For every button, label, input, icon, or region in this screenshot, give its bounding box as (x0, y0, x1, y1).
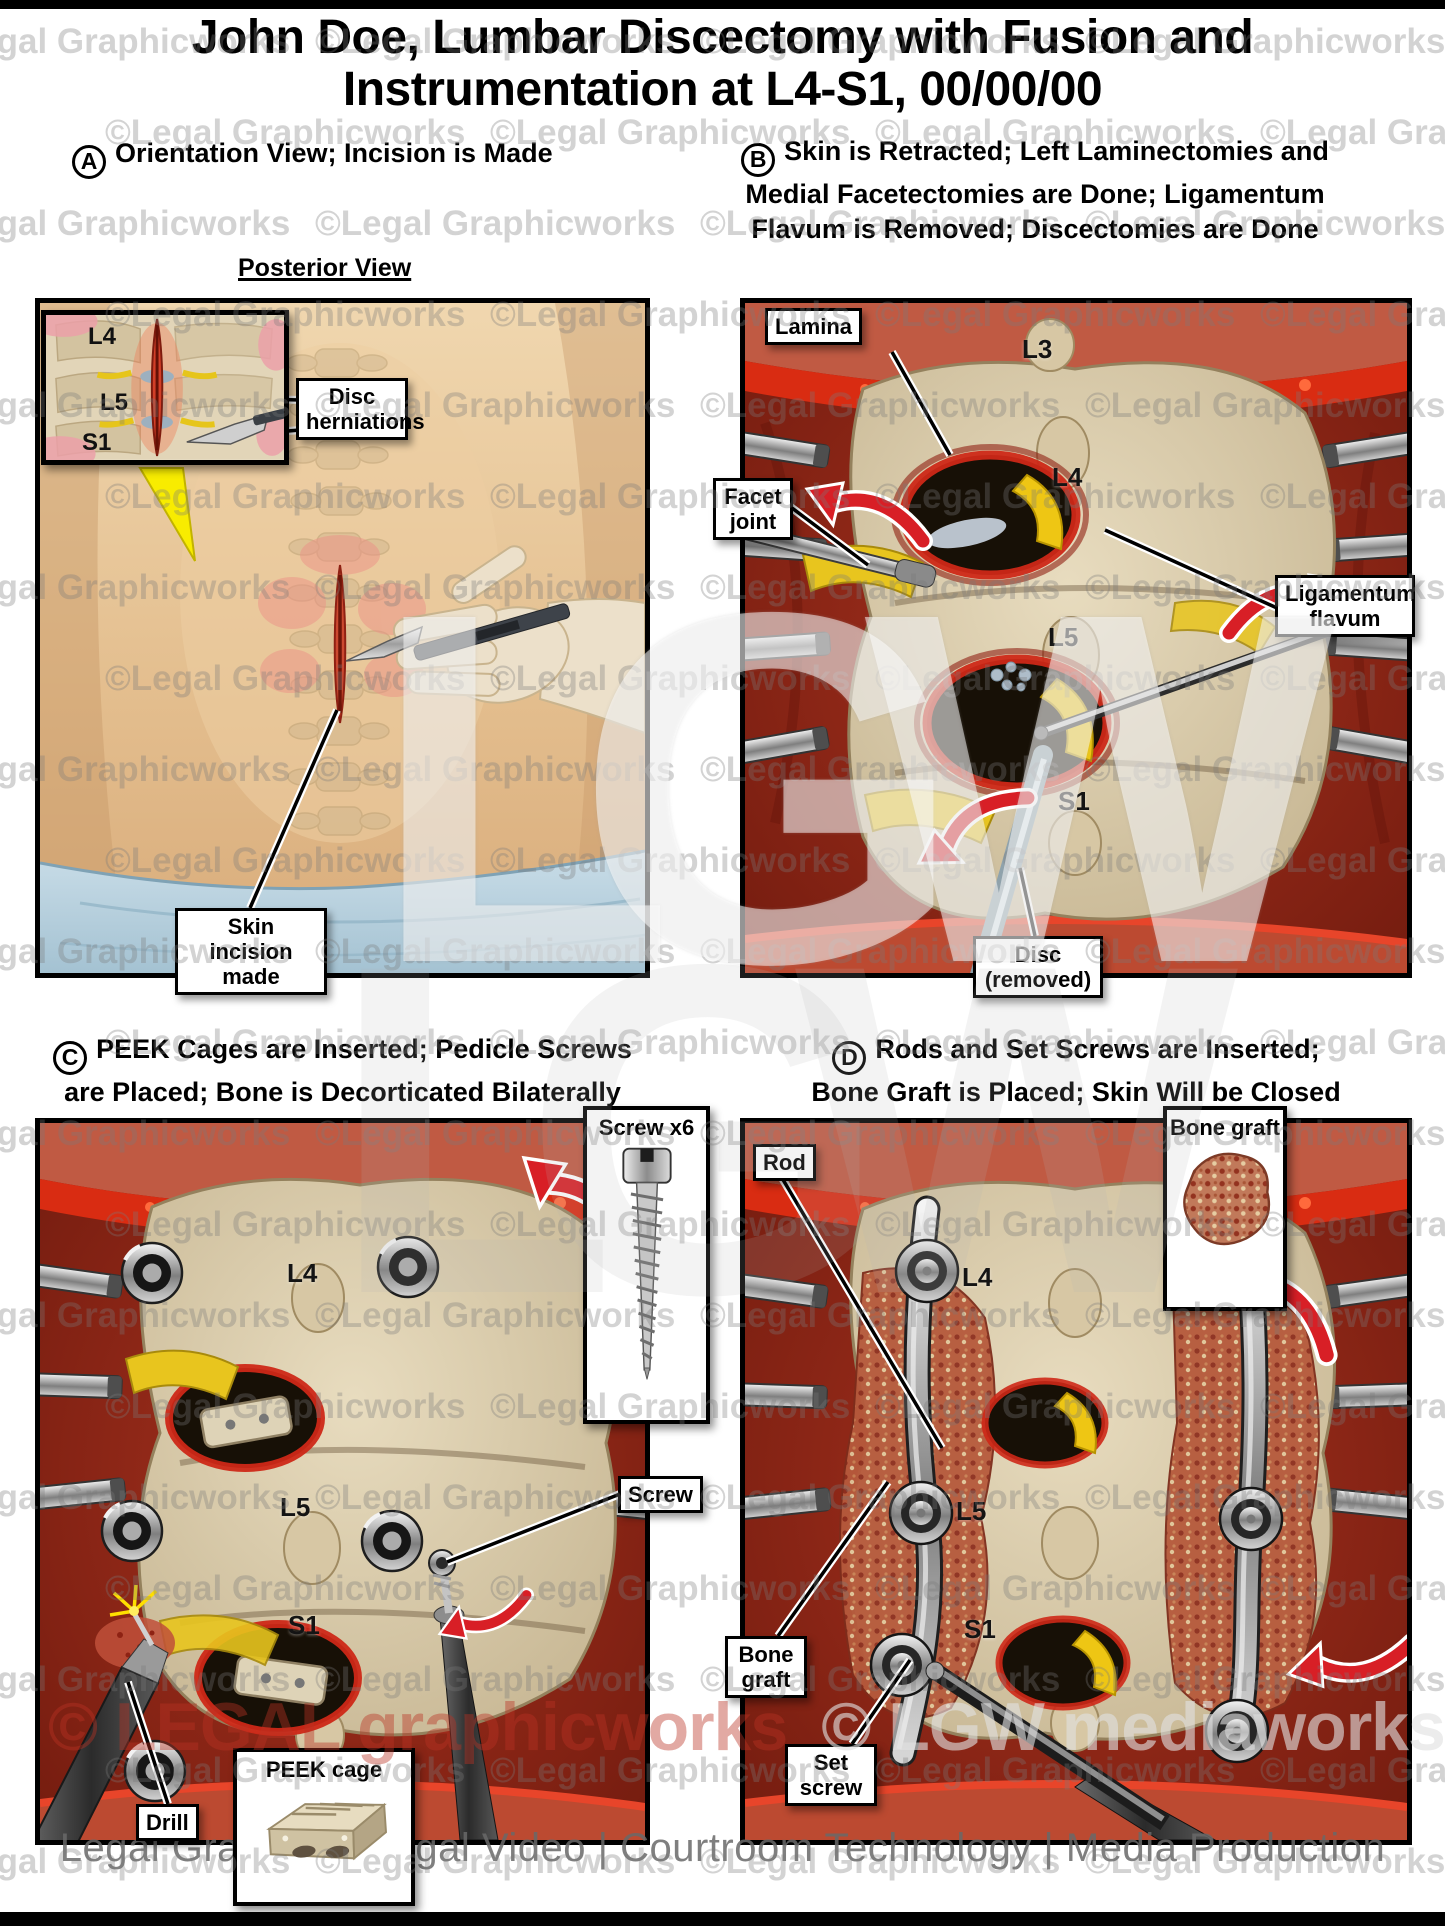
upper-cage-site (165, 1364, 325, 1472)
panel-d-letter-badge: D (832, 1040, 867, 1075)
label-bone-graft-top: Bone graft (1170, 1115, 1280, 1140)
page-title-line2: Instrumentation at L4-S1, 00/00/00 (342, 63, 1103, 116)
lower-laminectomy-site (914, 648, 1120, 798)
label-rod: Rod (753, 1144, 816, 1181)
bone-graft-inset: Bone graft (1163, 1106, 1287, 1311)
panel-d-heading-line1: Rods and Set Screws are Inserted; (875, 1034, 1320, 1064)
vertebra-label-l4: L4 (962, 1262, 993, 1292)
footer-services-text: Legal Graphics | Legal Video | Courtroom… (59, 1826, 1386, 1870)
laminectomy-sites (981, 1377, 1131, 1711)
screw-x6-inset: Screw x6 (583, 1106, 710, 1424)
panel-b-heading: B Skin is Retracted; Left Laminectomies a… (640, 134, 1430, 247)
label-ligamentum-flavum: Ligamentum flavum (1275, 575, 1416, 637)
vertebra-label-l3: L3 (1022, 334, 1053, 364)
panel-c-illustration (35, 1118, 650, 1845)
vertebra-label-l5: L5 (1048, 622, 1079, 652)
panel-b-heading-line1: Skin is Retracted; Left Laminectomies an… (784, 136, 1329, 166)
bottom-border (0, 1912, 1445, 1926)
vertebra-label-l4: L4 (1052, 462, 1083, 492)
inset-pointer-wedge (138, 467, 196, 562)
pedicle-screw-art (621, 1147, 672, 1380)
panel-d-heading: D Rods and Set Screws are Inserted; Bone … (740, 1032, 1412, 1110)
vertebra-label-s1: S1 (288, 1610, 320, 1640)
panel-d-illustration (740, 1118, 1412, 1845)
ligamentum-bands (124, 1349, 280, 1667)
peek-cage-art (266, 1802, 388, 1861)
vertebra-label-s1: S1 (1058, 786, 1090, 816)
bone-graft-art (1183, 1152, 1271, 1246)
set-screw-driver (925, 1661, 1217, 1840)
panel-c-heading: C PEEK Cages are Inserted; Pedicle Screws… (35, 1032, 650, 1110)
vertebra-label-s1: S1 (82, 429, 112, 456)
panel-a-letter-badge: A (72, 144, 106, 179)
label-drill: Drill (136, 1804, 199, 1841)
panel-a-heading: A Orientation View; Incision is Made (72, 136, 553, 179)
label-disc-herniations: Disc herniations (296, 378, 425, 440)
panel-d-heading-line2: Bone Graft is Placed; Skin Will be Close… (811, 1076, 1341, 1107)
panel-c-heading-line2: are Placed; Bone is Decorticated Bilater… (64, 1076, 621, 1107)
panel-b-letter-badge: B (741, 142, 776, 177)
vertebra-label-s1: S1 (964, 1614, 996, 1644)
panel-a-spine-inset: L4 L5 S1 (41, 310, 289, 465)
label-bone-graft: Bone graft (725, 1636, 807, 1698)
panel-a-heading-text: Orientation View; Incision is Made (115, 138, 553, 168)
scalpel-handle (413, 603, 571, 661)
panel-c-letter-badge: C (53, 1040, 88, 1075)
vertebra-label-l5: L5 (100, 389, 129, 416)
watermark-tile: ©Legal Graphicworks (315, 204, 676, 243)
vertebra-label-l5: L5 (280, 1492, 311, 1522)
label-screw: Screw (618, 1476, 703, 1513)
lower-cage-site (194, 1620, 362, 1736)
vertebra-label-l4: L4 (88, 323, 117, 350)
panel-d-art (745, 1123, 1407, 1840)
label-disc-removed: Disc (removed) (973, 936, 1103, 998)
top-border (0, 0, 1445, 9)
vertebra-label-l5: L5 (956, 1496, 987, 1526)
label-set-screw: Set screw (785, 1744, 877, 1806)
panel-c-art (40, 1123, 645, 1840)
exposed-spine-bone (137, 1177, 620, 1737)
scalpel-blade (345, 625, 424, 662)
panel-b-heading-line2: Medial Facetectomies are Done; Ligamentu… (745, 178, 1325, 209)
peek-cage-inset: PEEK cage (233, 1748, 415, 1906)
disc-herniation-sites (96, 369, 218, 430)
watermark-tile: ©Legal Graphicworks (0, 204, 291, 243)
label-lamina: Lamina (765, 308, 863, 345)
label-screw-x6: Screw x6 (598, 1115, 695, 1140)
label-skin-incision-made: Skin incision made (175, 908, 327, 995)
posterior-view-title: Posterior View (238, 254, 412, 282)
panel-c-heading-line1: PEEK Cages are Inserted; Pedicle Screws (96, 1034, 632, 1064)
page-title-line1: John Doe, Lumbar Discectomy with Fusion … (191, 11, 1254, 64)
label-facet-joint: Facet joint (713, 478, 793, 540)
label-peek-cage: PEEK cage (265, 1757, 383, 1782)
vertebra-label-l4: L4 (287, 1258, 318, 1288)
panel-b-heading-line3: Flavum is Removed; Discectomies are Done (751, 213, 1319, 244)
